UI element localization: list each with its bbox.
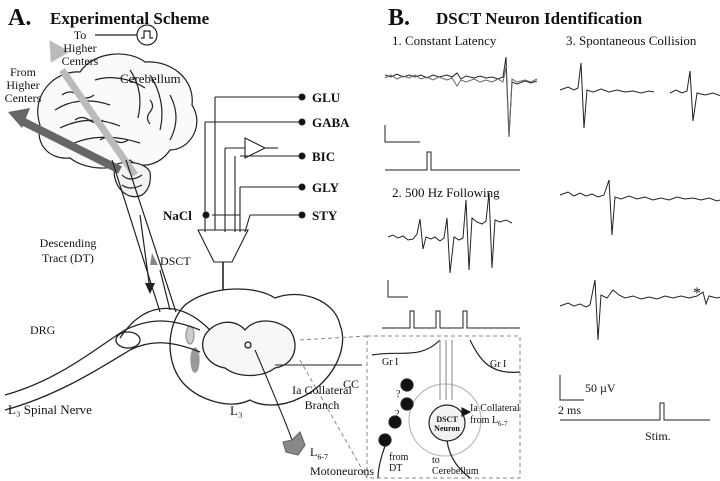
panel-b-letter: B. xyxy=(388,5,411,31)
from-higher-line1: From xyxy=(9,65,36,79)
inset-ia-sub: 6-7 xyxy=(498,420,508,428)
electrode-array xyxy=(197,93,306,330)
descending-tract-label: Descending Tract (DT) xyxy=(28,236,108,266)
sty-label: STY xyxy=(312,208,338,223)
inset-question-2: ? xyxy=(395,409,400,420)
inset-ia-line1: Ia Collateral xyxy=(470,403,520,414)
moto-sub: 6-7 xyxy=(317,452,329,462)
bic-label: BIC xyxy=(312,149,336,164)
subpanel-3-label: 3. Spontaneous Collision xyxy=(566,33,697,48)
subpanel-1-label: 1. Constant Latency xyxy=(392,33,497,48)
descending-line2: Tract (DT) xyxy=(42,251,94,265)
stim-trace-3 xyxy=(560,402,710,421)
from-higher-line2: Higher xyxy=(6,78,40,92)
inset-neuron-line2: Neuron xyxy=(434,424,460,433)
spinal-nerve xyxy=(4,307,211,411)
stim-label: Stim. xyxy=(645,429,671,443)
to-higher-line1: To xyxy=(73,28,87,42)
to-higher-line3: Centers xyxy=(61,54,99,68)
dsct-label: DSCT xyxy=(160,254,191,268)
stim-trace-1 xyxy=(385,151,520,171)
motoneurons-label: L6-7 Motoneurons xyxy=(310,445,374,479)
trace-constant-latency xyxy=(384,56,538,138)
from-higher-centers-label: From Higher Centers xyxy=(0,66,46,105)
panel-a-letter: A. xyxy=(8,5,32,31)
inset-question-1: ? xyxy=(396,389,401,400)
nacl-label: NaCl xyxy=(163,208,192,223)
cerebellum-label: Cerebellum xyxy=(120,71,181,86)
panel-b-title: DSCT Neuron Identification xyxy=(436,9,643,28)
ia-collateral-branch-label: Ia Collateral Branch xyxy=(282,383,362,413)
gly-label: GLY xyxy=(312,180,339,195)
ia-line2: Branch xyxy=(304,398,340,412)
pathway-arrows xyxy=(8,40,177,313)
inset-ia-label: Ia Collateral from L6-7 xyxy=(470,403,520,430)
descending-line1: Descending xyxy=(39,236,97,250)
inset-to-cerebellum-label: to Cerebellum xyxy=(432,455,479,477)
scale-bar-1 xyxy=(384,125,420,143)
stimulator-icon xyxy=(95,24,158,46)
inset-neuron-label: DSCT Neuron xyxy=(431,415,463,433)
trace-collision-1 xyxy=(559,62,655,129)
inset-box xyxy=(299,335,521,479)
voltage-scale-label: 50 µV xyxy=(585,381,616,395)
gaba-label: GABA xyxy=(312,115,350,130)
drg-label: DRG xyxy=(30,323,56,337)
inset-to-line2: Cerebellum xyxy=(432,466,479,477)
panel-a-title: Experimental Scheme xyxy=(50,9,210,28)
inset-from-line2: DT xyxy=(389,463,403,474)
scale-bar-2 xyxy=(387,280,408,298)
inset-ia-line2: from L xyxy=(470,415,499,426)
collision-asterisk: * xyxy=(693,285,701,302)
inset-to-line1: to xyxy=(432,455,440,466)
scale-bar-3 xyxy=(559,375,584,401)
trace-collision-3 xyxy=(559,279,720,341)
l3-label: L₃ xyxy=(230,403,243,418)
inset-from-dt-label: from DT xyxy=(389,452,408,474)
from-higher-line3: Centers xyxy=(4,91,42,105)
inset-neuron-line1: DSCT xyxy=(436,415,458,424)
spinal-nerve-label: L₃ Spinal Nerve xyxy=(8,402,92,417)
time-scale-label: 2 ms xyxy=(558,403,582,417)
cc-label: CC xyxy=(343,377,360,391)
stim-trace-2 xyxy=(382,310,520,329)
ia-collateral xyxy=(254,349,362,456)
recording-traces xyxy=(382,56,720,421)
moto-l: L xyxy=(310,445,318,459)
inset-gr1-left: Gr I xyxy=(382,357,399,368)
subpanel-2-label: 2. 500 Hz Following xyxy=(392,185,500,200)
moto-line2: Motoneurons xyxy=(310,464,374,479)
to-higher-centers-label: To Higher Centers xyxy=(50,29,110,68)
trace-500hz xyxy=(387,192,513,274)
inset-gr1-right: Gr I xyxy=(490,359,507,370)
trace-collision-2 xyxy=(559,179,720,236)
glu-label: GLU xyxy=(312,90,341,105)
to-higher-line2: Higher xyxy=(63,41,97,55)
inset-circuit xyxy=(371,339,521,479)
inset-from-line1: from xyxy=(389,452,409,463)
ia-line1: Ia Collateral xyxy=(292,383,352,397)
